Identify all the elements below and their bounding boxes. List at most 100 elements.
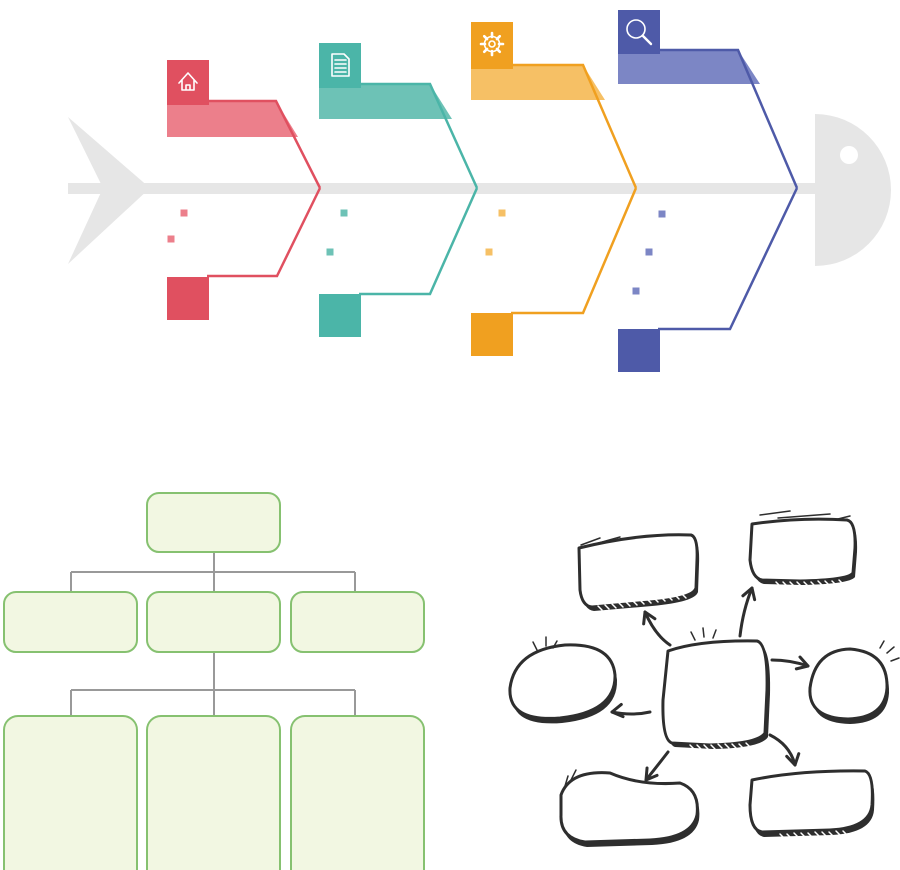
mind-node-top-left	[577, 533, 699, 609]
mind-hatch	[824, 580, 830, 586]
gear-icon	[479, 31, 505, 57]
home-icon	[178, 72, 198, 91]
mind-accent-stroke	[777, 513, 831, 519]
magnifier-icon-handle	[641, 34, 653, 46]
mind-hatch	[796, 581, 802, 587]
mind-arrowhead	[794, 655, 810, 671]
branch-bullet	[632, 287, 640, 295]
branch-bullet	[645, 248, 653, 256]
mind-accent-stroke	[702, 627, 705, 638]
mind-node-bottom-left	[559, 771, 699, 844]
mind-arrow	[768, 733, 797, 767]
branch-icon-tag	[618, 10, 660, 54]
branch-bottom-tag	[618, 329, 660, 372]
org-box-level2	[290, 591, 425, 653]
mind-hatch	[738, 743, 744, 749]
mind-node-left	[508, 643, 617, 720]
mind-hatch	[681, 593, 687, 599]
mind-accent-stroke	[890, 657, 900, 662]
org-box-level2	[146, 591, 281, 653]
fish-eye	[840, 146, 858, 164]
mind-hatch	[793, 832, 799, 838]
document-icon-path	[331, 53, 350, 77]
mind-hatch	[779, 833, 785, 839]
branch-bullet	[180, 209, 188, 217]
mind-hatch	[800, 832, 806, 838]
org-chart	[3, 492, 425, 870]
branch-bullet	[167, 235, 175, 243]
mind-accent-stroke	[552, 640, 558, 649]
mind-hatch	[724, 743, 730, 749]
branch-bottom-tag	[319, 294, 361, 337]
mind-node-top-right	[748, 517, 857, 583]
fishbone-diagram	[68, 10, 891, 372]
mind-map-sketch	[508, 510, 900, 847]
mind-arrowhead	[741, 586, 757, 602]
mind-hatch	[745, 742, 751, 748]
mind-hatch	[653, 597, 659, 603]
mind-accent-stroke	[886, 646, 895, 654]
mind-accent-stroke	[570, 769, 577, 781]
mind-hatch	[731, 743, 737, 749]
mind-hatch	[667, 595, 673, 601]
mind-hatch	[611, 603, 617, 609]
mind-hatch	[717, 743, 723, 749]
mind-accent-stroke	[564, 775, 569, 787]
branch-bullet	[326, 248, 334, 256]
branch-top-line	[207, 99, 322, 189]
mind-hatch	[660, 596, 666, 602]
fish-spine	[68, 183, 818, 194]
branch-bottom-line	[511, 187, 638, 315]
mind-arrow	[770, 658, 810, 668]
fishbone-branch-blue	[618, 10, 799, 372]
mind-accent-stroke	[759, 510, 791, 516]
mind-hatch	[618, 602, 624, 608]
org-box-level3	[3, 715, 138, 870]
gear-icon-ring	[483, 35, 501, 53]
mind-hatch	[782, 581, 788, 587]
mind-arrowhead	[610, 702, 625, 719]
branch-header-bar	[471, 65, 605, 100]
branch-bullet	[485, 248, 493, 256]
mind-accent-stroke	[580, 537, 601, 546]
branch-bottom-line	[359, 187, 479, 296]
branch-icon-tag	[471, 22, 513, 69]
document-icon	[331, 53, 350, 77]
branch-bottom-line	[207, 187, 322, 278]
mind-hatch	[789, 581, 795, 587]
mind-hatch	[710, 744, 716, 750]
mind-arrowhead	[785, 752, 801, 767]
mind-hatch	[842, 830, 848, 836]
mind-arrow	[738, 586, 754, 638]
mind-hatch	[703, 744, 709, 750]
branch-icon-tag	[319, 43, 361, 88]
branch-header-bar	[618, 50, 760, 84]
magnifier-icon	[626, 19, 653, 46]
mind-accent-stroke	[690, 631, 696, 641]
mind-arrowhead	[644, 766, 659, 782]
branch-bottom-tag	[471, 313, 513, 356]
mind-hatch	[814, 831, 820, 837]
branch-bullet	[658, 210, 666, 218]
fishbone-branch-red	[167, 60, 322, 320]
branch-bullet	[498, 209, 506, 217]
mind-hatch	[604, 604, 610, 610]
mind-hatch	[646, 598, 652, 604]
branch-header-bar	[319, 84, 452, 119]
mind-hatch	[831, 580, 837, 586]
mind-hatch	[696, 744, 702, 750]
gear-icon-hub	[488, 40, 496, 48]
org-box-root	[146, 492, 281, 553]
mind-arrow	[644, 750, 670, 782]
mind-hatch	[803, 581, 809, 587]
mind-hatch	[674, 594, 680, 600]
fishbone-branch-orange	[471, 22, 638, 356]
mind-hatch	[775, 581, 781, 587]
branch-header-bar	[167, 101, 298, 137]
mind-hatch	[639, 599, 645, 605]
org-connector	[70, 552, 356, 592]
branch-icon-tag	[167, 60, 209, 105]
branch-bottom-tag	[167, 277, 209, 320]
